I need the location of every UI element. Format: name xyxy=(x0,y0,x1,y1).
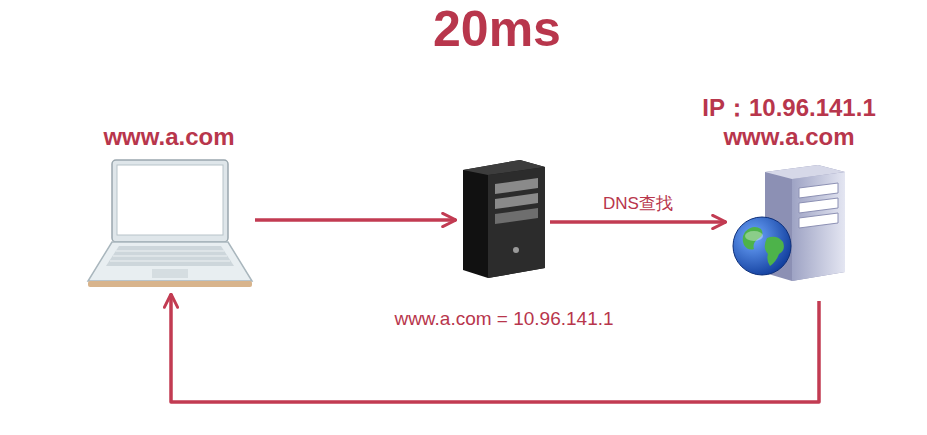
edge-label: DNS查找 xyxy=(600,194,676,213)
globe-land xyxy=(743,227,763,249)
laptop-lid xyxy=(112,160,228,242)
laptop-touchpad xyxy=(152,269,188,278)
dns-server-icon xyxy=(463,160,545,278)
drive-bay xyxy=(495,178,538,194)
flow-arrow xyxy=(255,218,456,222)
edge-label-holder: DNS查找 xyxy=(600,194,676,214)
drive-bay xyxy=(799,183,838,198)
power-light xyxy=(513,247,519,253)
globe-shine xyxy=(745,231,763,241)
drive-bay xyxy=(799,213,838,228)
drive-bay xyxy=(799,198,838,213)
node-caption: IP：10.96.141.1www.a.com xyxy=(702,94,875,152)
globe xyxy=(733,217,791,275)
client-laptop: www.a.com xyxy=(85,160,253,290)
server-top xyxy=(463,160,545,175)
drive-bay xyxy=(495,193,538,209)
keyboard-row xyxy=(113,256,227,257)
server-top xyxy=(765,165,845,179)
server-front xyxy=(792,172,845,281)
globe-land xyxy=(765,237,784,266)
node-label: IP：10.96.141.1 xyxy=(702,94,875,123)
node-label: www.a.com = 10.96.141.1 xyxy=(394,308,613,331)
diagram-title: 20ms xyxy=(433,2,561,57)
web-server-icon xyxy=(733,165,845,281)
server-front xyxy=(488,167,545,278)
keyboard-row xyxy=(116,251,224,252)
laptop-base xyxy=(88,242,252,281)
web-server: IP：10.96.141.1www.a.com xyxy=(730,164,848,283)
drive-bay xyxy=(495,208,538,224)
flow-arrow xyxy=(171,294,819,402)
laptop-screen xyxy=(117,165,223,235)
server-body xyxy=(463,160,545,278)
laptop-keyboard xyxy=(106,246,234,266)
node-label: www.a.com xyxy=(103,123,234,152)
keyboard-row xyxy=(110,261,230,262)
node-label: www.a.com xyxy=(702,123,875,152)
laptop-icon xyxy=(88,160,252,287)
node-caption: www.a.com = 10.96.141.1 xyxy=(394,308,613,331)
node-caption: www.a.com xyxy=(103,123,234,152)
dns-server: www.a.com = 10.96.141.1 xyxy=(460,158,548,280)
flow-arrow xyxy=(550,220,726,224)
laptop-edge xyxy=(88,281,252,287)
title-band: 20ms xyxy=(0,0,927,57)
